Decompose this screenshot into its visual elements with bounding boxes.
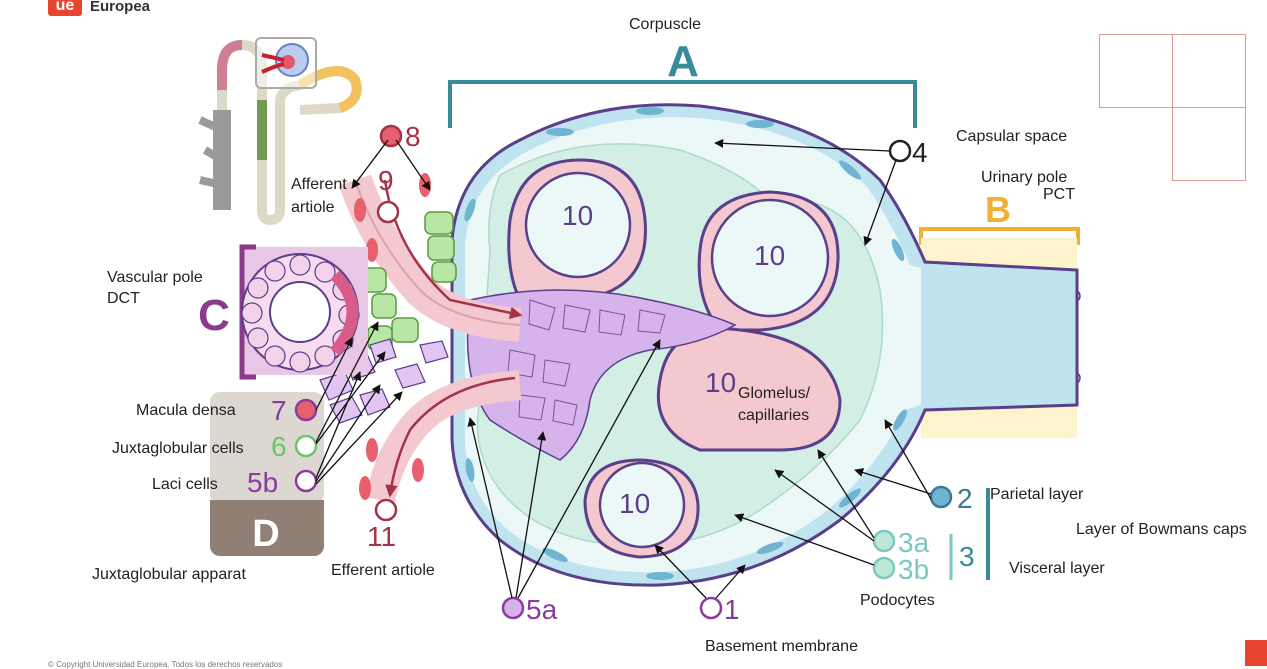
marker-9: 9 [378, 165, 394, 196]
marker-10-c: 10 [705, 367, 736, 398]
afferent-label-line1: Afferent [291, 176, 347, 193]
juxtaglomerular-apparatus-box [210, 392, 324, 556]
leader-lines [315, 138, 932, 599]
marker-10-a: 10 [562, 200, 593, 231]
urinary-pole-label: Urinary pole [981, 169, 1068, 186]
corner-accent [1245, 640, 1267, 666]
marker-numbers: 8 9 11 4 7 6 5b 5a 1 2 3a 3b 3 10 10 10 … [247, 121, 975, 625]
region-c-letter: C [198, 291, 230, 340]
afferent-label-line2: artiole [291, 199, 335, 216]
vascular-pole-label: Vascular pole [107, 269, 203, 286]
region-a-bracket [448, 80, 917, 128]
marker-3b: 3b [898, 554, 929, 585]
glomelus-label-line1: Glomelus/ [738, 385, 811, 402]
glomerular-capillaries [507, 158, 842, 559]
brand-name: Europea [90, 0, 151, 15]
pct-label: PCT [1043, 186, 1075, 203]
region-d-letter: D [252, 513, 279, 555]
marker-7: 7 [271, 395, 287, 426]
marker-11: 11 [367, 521, 396, 552]
mesangial-network [466, 289, 737, 461]
region-a-letter: A [667, 37, 699, 86]
macula-densa-label: Macula densa [136, 402, 236, 419]
marker-3a: 3a [898, 527, 930, 558]
capsular-space-label: Capsular space [956, 128, 1068, 145]
marker-5a: 5a [526, 594, 558, 625]
marker-10-b: 10 [754, 240, 785, 271]
marker-8: 8 [405, 121, 421, 152]
copyright-text: © Copyright Universidad Europea. Todos l… [48, 660, 283, 669]
marker-1: 1 [724, 594, 740, 625]
dct-label: DCT [107, 290, 140, 307]
region-b-letter: B [985, 189, 1011, 230]
marker-3: 3 [959, 541, 975, 572]
laci-cells-label: Laci cells [152, 476, 218, 493]
juxtaglobular-apparat-label: Juxtaglobular apparat [92, 566, 246, 583]
juxtaglobular-cells-label: Juxtaglobular cells [112, 440, 244, 457]
visceral-layer-label: Visceral layer [1009, 560, 1105, 577]
parietal-layer-label: Parietal layer [990, 486, 1084, 503]
marker-6: 6 [271, 431, 287, 462]
basement-membrane-label: Basement membrane [705, 638, 858, 655]
marker-circles [294, 124, 953, 620]
marker-4: 4 [912, 137, 928, 168]
marker-10-d: 10 [619, 488, 650, 519]
decor-grid-cell [1172, 107, 1246, 181]
efferent-label: Efferent artiole [331, 562, 435, 579]
marker-2: 2 [957, 483, 973, 514]
podocytes-label: Podocytes [860, 592, 935, 609]
corpuscle-label: Corpuscle [629, 16, 702, 33]
glomelus-label-line2: capillaries [738, 407, 810, 424]
distal-tubule [239, 244, 368, 380]
nephron-thumbnail [198, 37, 362, 226]
region-b-bracket [919, 227, 1080, 245]
brand-logo: ue [48, 0, 82, 16]
marker-5b: 5b [247, 467, 278, 498]
layer-of-bowmans-label: Layer of Bowmans caps [1076, 521, 1247, 538]
